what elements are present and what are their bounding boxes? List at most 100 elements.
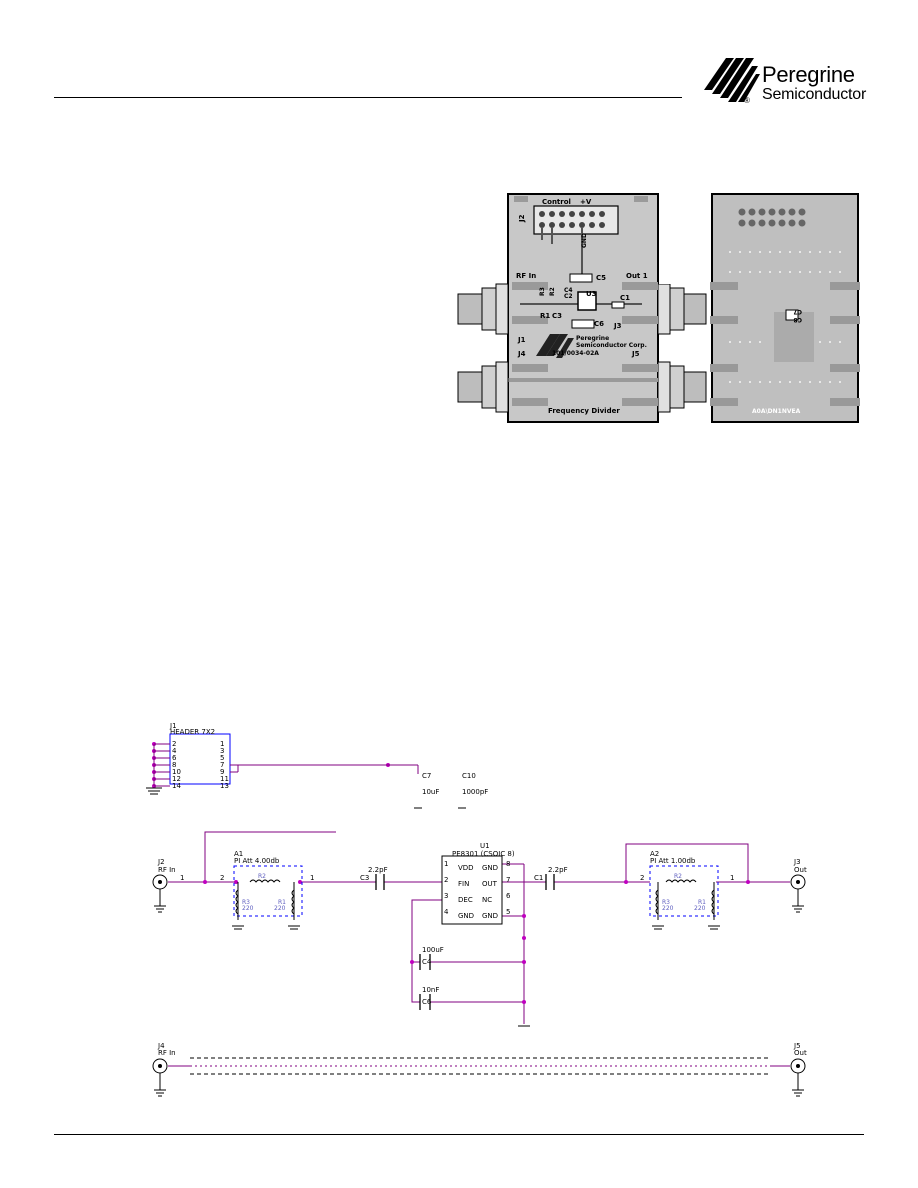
header-pin: 9: [220, 768, 224, 776]
a2-r1-value: 220: [694, 905, 706, 912]
board-label-r2: R2: [549, 287, 556, 296]
board-label-c3: C3: [552, 312, 562, 320]
header-pin: 14: [172, 782, 181, 790]
c10-ref: C10: [462, 772, 476, 780]
u1-pin-name: NC: [482, 896, 492, 904]
board-label-c1: C1: [620, 294, 630, 302]
c7-ref: C7: [422, 772, 431, 780]
a1-name: PI Att 4.00db: [234, 857, 280, 865]
c6-value: 10nF: [422, 986, 439, 994]
u1-pin-name: OUT: [482, 880, 498, 888]
header-pin: 10: [172, 768, 181, 776]
j4-ref: J4: [157, 1042, 165, 1050]
u1-ref: U1: [480, 842, 490, 850]
j3-name: Out: [794, 866, 807, 874]
u1-pin-name: DEC: [458, 896, 473, 904]
pin-label: 1: [180, 874, 184, 882]
u1-pin-number: 2: [444, 876, 448, 884]
header-pin: 11: [220, 775, 229, 783]
board-label-j2: J2: [518, 214, 526, 223]
a2-name: PI Att 1.00db: [650, 857, 696, 865]
u1-pin-number: 5: [506, 908, 510, 916]
j3-ref: J3: [793, 858, 801, 866]
header-ref: J1: [169, 722, 177, 730]
board-label-c2: C2: [564, 293, 573, 300]
header-pin: 5: [220, 754, 224, 762]
board-label-control: Control: [542, 198, 571, 206]
c7-value: 10uF: [422, 788, 439, 796]
a1-r2-ref: R2: [258, 873, 266, 880]
header-pin: 8: [172, 761, 176, 769]
board-label-r3: R3: [539, 287, 546, 296]
a1-ref: A1: [234, 850, 243, 858]
schematic-header: J1 HEADER 7X2 2 4 6 8 10 12 14 1 3 5 7 9…: [146, 722, 488, 809]
board-label-j5: J5: [631, 350, 640, 358]
c3-ref: C3: [360, 874, 369, 882]
c4-ref: C4: [422, 958, 432, 966]
j5-name: Out: [794, 1049, 807, 1057]
board-label-c5: C5: [596, 274, 606, 282]
header-pin: 2: [172, 740, 176, 748]
a1-r3-ref: R3: [242, 899, 250, 906]
board-text-part-number: 101/0034-02A: [552, 350, 599, 357]
header-pin: 13: [220, 782, 229, 790]
c1-value: 2.2pF: [548, 866, 568, 874]
header-pin: 6: [172, 754, 177, 762]
header-pin: 12: [172, 775, 181, 783]
a1-r1-value: 220: [274, 905, 286, 912]
u1-pin-name: GND: [482, 864, 498, 872]
header-pin: 7: [220, 761, 224, 769]
sma-connector-j4: [457, 361, 509, 413]
u1-name: PE8301 (CSOIC 8): [452, 850, 515, 858]
board-label-c6: C6: [594, 320, 604, 328]
board-label-u3: U3: [586, 290, 597, 298]
footer-rule: [54, 1134, 864, 1135]
u1-pin-number: 4: [444, 908, 449, 916]
board-label-c4: C4: [564, 287, 573, 294]
j2-ref: J2: [157, 858, 165, 866]
j4-name: RF In: [158, 1049, 176, 1057]
header-rule: [54, 97, 682, 98]
j2-name: RF In: [158, 866, 176, 874]
board-top-right-connectors: [658, 284, 707, 413]
header-pin: 1: [220, 740, 224, 748]
registered-mark: ®: [744, 96, 750, 105]
u1-pin-number: 8: [506, 860, 510, 868]
sma-connector-j5-body: [658, 361, 707, 413]
a2-r2-ref: R2: [674, 873, 682, 880]
u1-pin-number: 6: [506, 892, 511, 900]
a1-r3-value: 220: [242, 905, 254, 912]
header-name: HEADER 7X2: [170, 728, 215, 736]
board-label-out1: Out 1: [626, 272, 648, 280]
c4-value: 100uF: [422, 946, 444, 954]
board-label-j4: J4: [517, 350, 526, 358]
logo-text-semiconductor: Semiconductor: [762, 86, 867, 103]
a2-r3-value: 220: [662, 905, 674, 912]
a2-ref: A2: [650, 850, 659, 858]
board-label-plus-v: +V: [580, 198, 592, 206]
header-pin: 3: [220, 747, 224, 755]
schematic-through-line: J4 RF In J5 Out: [152, 1042, 807, 1097]
board-label-j1: J1: [517, 336, 526, 344]
board-text-semiconductor: Semiconductor Corp.: [576, 342, 647, 349]
board-label-rf-in: RF In: [516, 272, 536, 280]
board-label-r1: R1: [540, 312, 550, 320]
c6-ref: C6: [422, 998, 432, 1006]
board-top-view: Control +V J2 RF In Out 1 R1 C3 U3 C5 C1…: [457, 193, 659, 423]
board-label-frequency-divider: Frequency Divider: [548, 407, 620, 415]
board-label-j3: J3: [613, 322, 622, 330]
pin-label: 2: [220, 874, 224, 882]
sma-connector-j3-body: [658, 284, 707, 335]
board-bottom-label-c8: C8: [793, 316, 802, 323]
a2-r3-ref: R3: [662, 899, 670, 906]
board-text-peregrine: Peregrine: [576, 335, 609, 342]
pin-label: 1: [730, 874, 734, 882]
u1-pin-name: VDD: [458, 864, 474, 872]
j5-ref: J5: [793, 1042, 801, 1050]
schematic-main: J2 RF In 1 2 1 A1 PI Att 4.00db C3 2.2pF…: [152, 831, 807, 1027]
company-logo: Peregrine Semiconductor ®: [700, 56, 870, 110]
a2-r1-ref: R1: [698, 899, 706, 906]
c10-value: 1000pF: [462, 788, 488, 796]
c3-value: 2.2pF: [368, 866, 388, 874]
